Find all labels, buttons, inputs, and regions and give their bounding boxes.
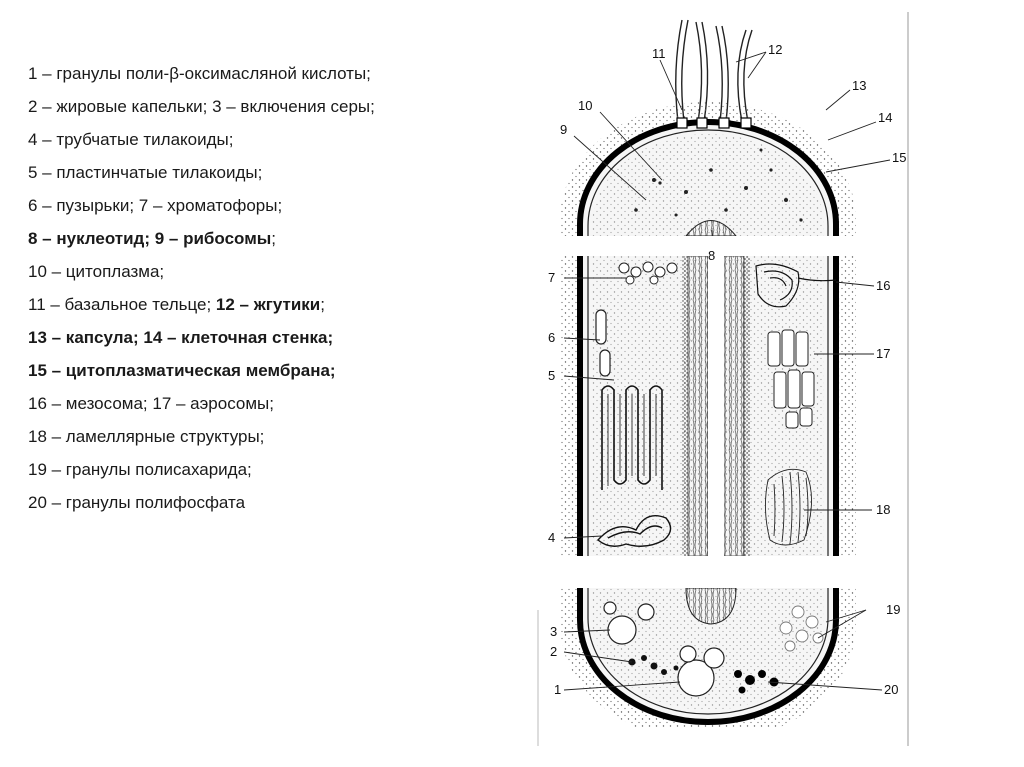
label-10: 10 (578, 98, 592, 113)
legend-line: 18 – ламеллярные структуры; (28, 420, 508, 453)
legend-line: 19 – гранулы полисахарида; (28, 453, 508, 486)
legend-text: 18 – ламеллярные структуры; (28, 427, 265, 446)
lamellar-thylakoids (601, 385, 663, 490)
label-18: 18 (876, 502, 890, 517)
legend-text-bold: 13 – капсула; 14 – клеточная стенка; (28, 328, 334, 347)
sulfur-inclusions (603, 601, 655, 645)
label-8: 8 (708, 248, 715, 263)
legend-line: 5 – пластинчатые тилакоиды; (28, 156, 508, 189)
legend-text: ; (320, 295, 325, 314)
legend-text-bold: 8 – нуклеотид; 9 – рибосомы (28, 229, 272, 248)
legend-line: 8 – нуклеотид; 9 – рибосомы; (28, 222, 508, 255)
label-17: 17 (876, 346, 890, 361)
label-20: 20 (884, 682, 898, 697)
legend-line: 6 – пузырьки; 7 – хроматофоры; (28, 189, 508, 222)
nucleoid-top (684, 220, 738, 237)
phb-granules (677, 645, 725, 697)
legend-line: 15 – цитоплазматическая мембрана; (28, 354, 508, 387)
nucleoid-bottom (685, 587, 737, 625)
lamellar-structures (765, 468, 812, 546)
basal-bodies (676, 117, 752, 129)
legend-line: 13 – капсула; 14 – клеточная стенка; (28, 321, 508, 354)
label-13: 13 (852, 78, 866, 93)
label-5: 5 (548, 368, 555, 383)
legend-text: 5 – пластинчатые тилакоиды; (28, 163, 263, 182)
legend-text: ; (271, 229, 277, 248)
leader-lines (563, 51, 891, 691)
legend-text: 2 – жировые капельки; 3 – включения серы… (28, 97, 375, 116)
label-14: 14 (878, 110, 892, 125)
legend-line: 20 – гранулы полифосфата (28, 486, 508, 519)
label-7: 7 (548, 270, 555, 285)
legend-text: 16 – мезосома; 17 – аэросомы; (28, 394, 274, 413)
nucleoid-strands (682, 255, 750, 557)
label-19: 19 (886, 602, 900, 617)
label-2: 2 (550, 644, 557, 659)
legend-line: 10 – цитоплазма; (28, 255, 508, 288)
label-6: 6 (548, 330, 555, 345)
label-9: 9 (560, 122, 567, 137)
legend-line: 16 – мезосома; 17 – аэросомы; (28, 387, 508, 420)
legend-text: 1 – гранулы поли-β-оксимасляной кислоты; (28, 64, 371, 83)
legend-text: 11 – базальное тельце; (28, 295, 216, 314)
legend: 1 – гранулы поли-β-оксимасляной кислоты;… (28, 57, 508, 519)
cytoplasmic-membrane (587, 129, 829, 715)
legend-line: 2 – жировые капельки; 3 – включения серы… (28, 90, 508, 123)
bacterial-cell-diagram: 11 12 13 14 15 10 9 8 7 6 5 4 16 17 18 1… (536, 12, 909, 746)
ribosomes (634, 148, 803, 222)
diagram-labels: 11 12 13 14 15 10 9 8 7 6 5 4 16 17 18 1… (548, 42, 906, 697)
label-11: 11 (652, 46, 666, 61)
label-16: 16 (876, 278, 890, 293)
polysaccharide-granules (779, 605, 824, 652)
chromatophores (618, 261, 678, 285)
label-15: 15 (892, 150, 906, 165)
aerosomes (767, 329, 815, 429)
tubular-thylakoids (596, 515, 672, 547)
legend-text: 20 – гранулы полифосфата (28, 493, 246, 512)
section-gap-upper (536, 236, 906, 256)
legend-text: 6 – пузырьки; 7 – хроматофоры; (28, 196, 283, 215)
legend-line: 11 – базальное тельце; 12 – жгутики; (28, 288, 508, 321)
section-cut (708, 256, 724, 556)
legend-text: 4 – трубчатые тилакоиды; (28, 130, 234, 149)
section-gap-lower (536, 556, 906, 588)
polyphosphate-granules (734, 670, 779, 694)
legend-line: 4 – трубчатые тилакоиды; (28, 123, 508, 156)
label-3: 3 (550, 624, 557, 639)
label-1: 1 (554, 682, 561, 697)
legend-text-bold: 15 – цитоплазматическая мембрана; (28, 361, 336, 380)
legend-text-bold: 12 – жгутики (215, 295, 321, 314)
label-4: 4 (548, 530, 555, 545)
legend-line: 1 – гранулы поли-β-оксимасляной кислоты; (28, 57, 508, 90)
legend-text: 10 – цитоплазма; (28, 262, 165, 281)
legend-text: 19 – гранулы полисахарида; (28, 460, 252, 479)
mesosome (755, 263, 837, 308)
vesicles (595, 309, 611, 377)
label-12: 12 (768, 42, 782, 57)
